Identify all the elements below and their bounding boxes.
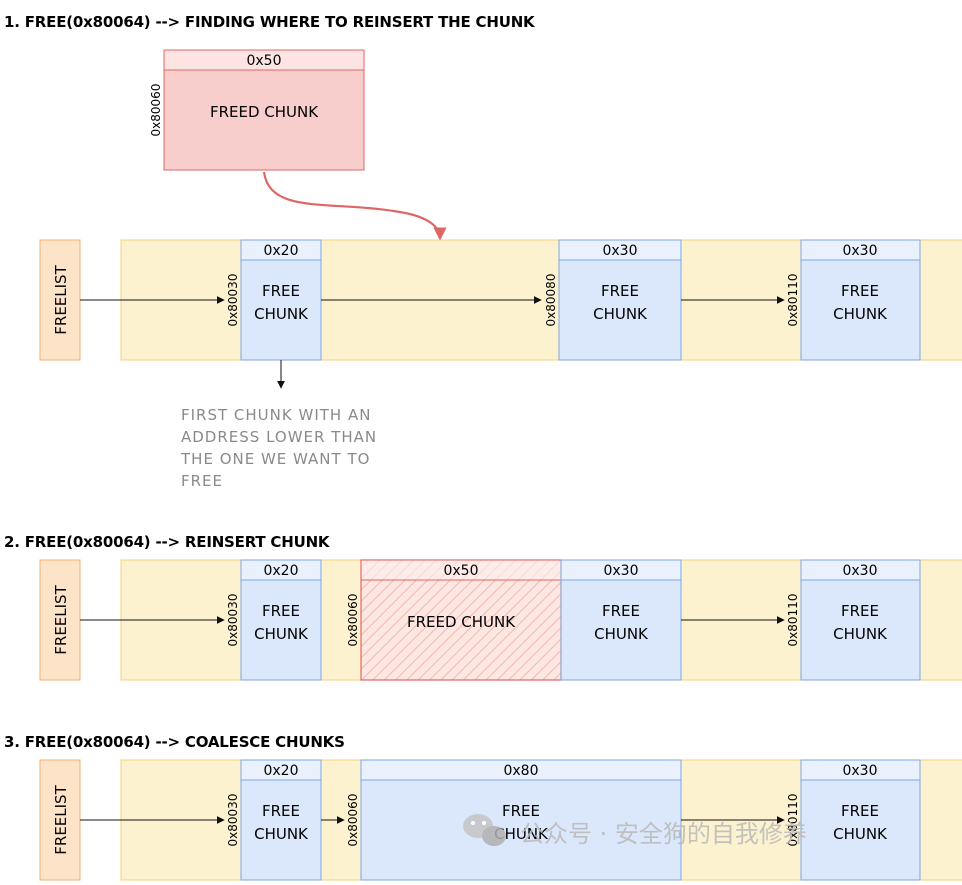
- s1-freed-size: 0x50: [246, 53, 281, 69]
- watermark: 公众号 · 安全狗的自我修养: [463, 814, 807, 848]
- svg-text:FREE: FREE: [262, 602, 300, 620]
- svg-text:FREE: FREE: [502, 802, 540, 820]
- s3-chunk-0x80060-coalesced: 0x80 FREE CHUNK 0x80060: [346, 759, 682, 881]
- s2-freelist: FREELIST: [39, 559, 81, 681]
- s1-freed-addr: 0x80060: [149, 84, 163, 137]
- section3-title: 3. FREE(0x80064) --> COALESCE CHUNKS: [4, 733, 345, 751]
- s1-freelist: FREELIST: [39, 239, 81, 361]
- s1-chunk-0x80080: 0x30 FREE CHUNK 0x80080: [544, 239, 682, 361]
- s3-chunk-0x80110: 0x30 FREE CHUNK 0x80110: [786, 759, 921, 881]
- svg-text:CHUNK: CHUNK: [593, 305, 648, 323]
- svg-text:FREE: FREE: [841, 282, 879, 300]
- s3-chunk-0x80030: 0x20 FREE CHUNK 0x80030: [226, 759, 322, 881]
- section2-title: 2. FREE(0x80064) --> REINSERT CHUNK: [4, 533, 331, 551]
- s2-freed-chunk-0x80060: 0x50 FREED CHUNK 0x80060: [346, 559, 562, 681]
- svg-text:0x20: 0x20: [263, 243, 298, 259]
- svg-text:0x80110: 0x80110: [786, 274, 800, 327]
- watermark-text: 公众号 · 安全狗的自我修养: [520, 820, 807, 848]
- svg-text:FREE: FREE: [602, 602, 640, 620]
- svg-text:FREELIST: FREELIST: [52, 784, 70, 854]
- svg-text:0x80080: 0x80080: [544, 274, 558, 327]
- svg-text:FREELIST: FREELIST: [52, 584, 70, 654]
- s3-freelist: FREELIST: [39, 759, 81, 881]
- svg-text:0x50: 0x50: [443, 563, 478, 579]
- svg-text:ADDRESS LOWER THAN: ADDRESS LOWER THAN: [181, 428, 377, 446]
- svg-text:FREE: FREE: [601, 282, 639, 300]
- s2-chunk-0x80030: 0x20 FREE CHUNK 0x80030: [226, 559, 322, 681]
- svg-text:FREE: FREE: [841, 802, 879, 820]
- svg-text:0x80030: 0x80030: [226, 594, 240, 647]
- svg-text:0x80030: 0x80030: [226, 794, 240, 847]
- svg-text:0x30: 0x30: [842, 563, 877, 579]
- svg-text:FIRST CHUNK WITH AN: FIRST CHUNK WITH AN: [181, 406, 371, 424]
- svg-text:CHUNK: CHUNK: [833, 625, 888, 643]
- s1-red-arrow: [262, 171, 447, 241]
- svg-text:0x20: 0x20: [263, 763, 298, 779]
- svg-text:CHUNK: CHUNK: [833, 825, 888, 843]
- s1-freed-chunk: 0x50 FREED CHUNK 0x80060: [149, 49, 365, 171]
- svg-text:0x30: 0x30: [602, 243, 637, 259]
- svg-text:0x80110: 0x80110: [786, 794, 800, 847]
- svg-text:FREE: FREE: [181, 472, 223, 490]
- section1-title: 1. FREE(0x80064) --> FINDING WHERE TO RE…: [4, 13, 536, 31]
- svg-text:THE ONE WE WANT TO: THE ONE WE WANT TO: [180, 450, 370, 468]
- s1-chunk-0x80030: 0x20 FREE CHUNK 0x80030: [226, 239, 322, 361]
- svg-text:CHUNK: CHUNK: [833, 305, 888, 323]
- svg-text:FREE: FREE: [841, 602, 879, 620]
- svg-text:0x80030: 0x80030: [226, 274, 240, 327]
- svg-text:0x30: 0x30: [842, 243, 877, 259]
- svg-text:CHUNK: CHUNK: [254, 825, 309, 843]
- s2-chunk-0x80110: 0x30 FREE CHUNK 0x80110: [786, 559, 921, 681]
- svg-text:FREE: FREE: [262, 802, 300, 820]
- svg-text:0x30: 0x30: [842, 763, 877, 779]
- svg-text:CHUNK: CHUNK: [254, 625, 309, 643]
- s2-chunk-0x80080: 0x30 FREE CHUNK: [560, 559, 682, 681]
- svg-text:FREE: FREE: [262, 282, 300, 300]
- svg-text:CHUNK: CHUNK: [254, 305, 309, 323]
- s1-freelist-label: FREELIST: [52, 264, 70, 334]
- svg-text:0x80110: 0x80110: [786, 594, 800, 647]
- svg-text:0x30: 0x30: [603, 563, 638, 579]
- s1-freed-label: FREED CHUNK: [210, 103, 319, 121]
- svg-text:CHUNK: CHUNK: [594, 625, 649, 643]
- svg-text:0x80: 0x80: [503, 763, 538, 779]
- svg-text:FREED CHUNK: FREED CHUNK: [407, 613, 516, 631]
- s1-chunk-0x80110: 0x30 FREE CHUNK 0x80110: [786, 239, 921, 361]
- svg-text:0x80060: 0x80060: [346, 794, 360, 847]
- s1-note: FIRST CHUNK WITH AN ADDRESS LOWER THAN T…: [180, 406, 377, 490]
- svg-text:0x20: 0x20: [263, 563, 298, 579]
- svg-text:CHUNK: CHUNK: [494, 825, 549, 843]
- wechat-icon: [463, 814, 506, 846]
- svg-text:0x80060: 0x80060: [346, 594, 360, 647]
